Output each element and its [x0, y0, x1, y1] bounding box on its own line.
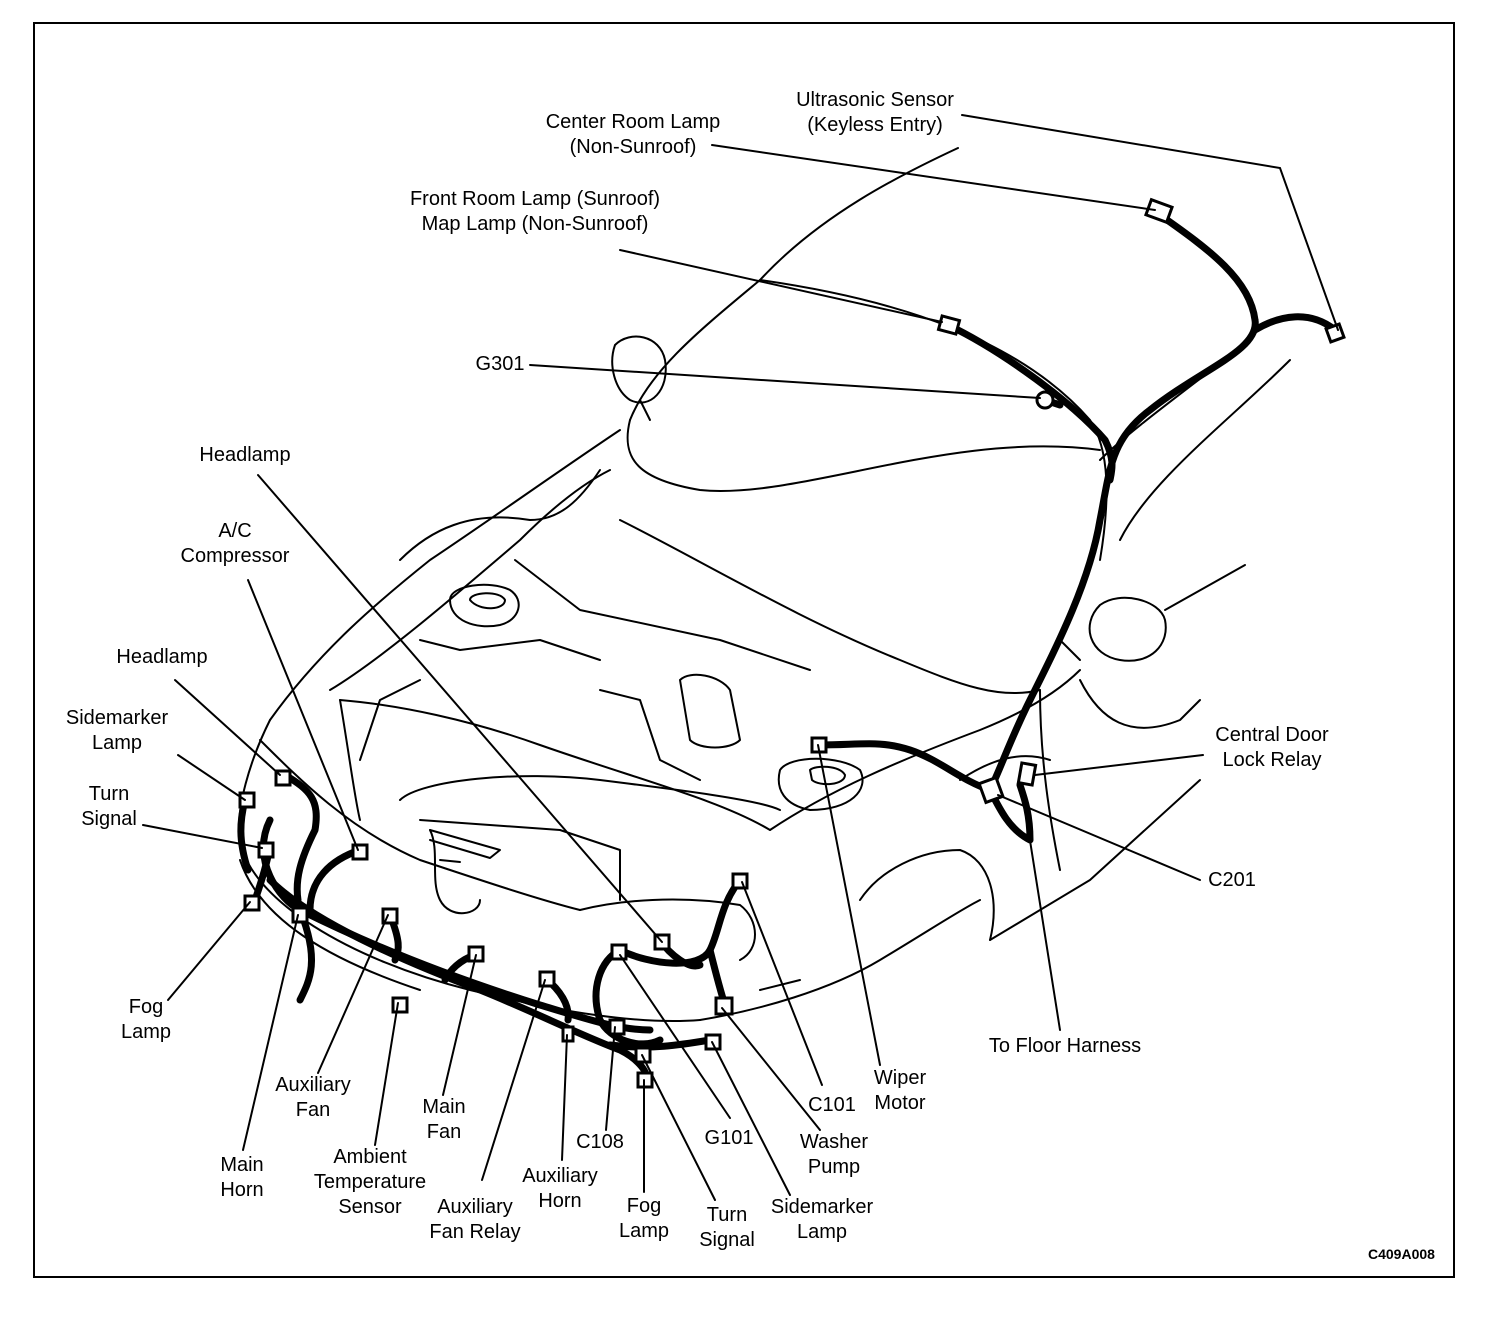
g101-label: G101: [704, 1127, 754, 1149]
vehicle-body-outline: [238, 147, 1291, 1023]
center-room-lamp-label: Center Room Lamp(Non-Sunroof): [545, 111, 721, 158]
to-floor-harness-label: To Floor Harness: [988, 1035, 1142, 1057]
ultrasonic-sensor-label: Ultrasonic Sensor(Keyless Entry): [796, 89, 954, 136]
headlamp-top-label: Headlamp: [199, 444, 291, 466]
figure-code: C409A008: [1368, 1246, 1435, 1262]
g301-label: G301: [475, 353, 525, 375]
c101-label: C101: [808, 1094, 856, 1116]
c108-label: C108: [576, 1131, 624, 1153]
front-room-lamp-label: Front Room Lamp (Sunroof)Map Lamp (Non-S…: [409, 188, 661, 235]
headlamp-left-label: Headlamp: [116, 646, 208, 668]
wire-harness: [237, 211, 1339, 1084]
diagram-frame: [33, 22, 1455, 1278]
leader-lines: [142, 114, 1339, 1201]
c201-label: C201: [1208, 869, 1256, 891]
